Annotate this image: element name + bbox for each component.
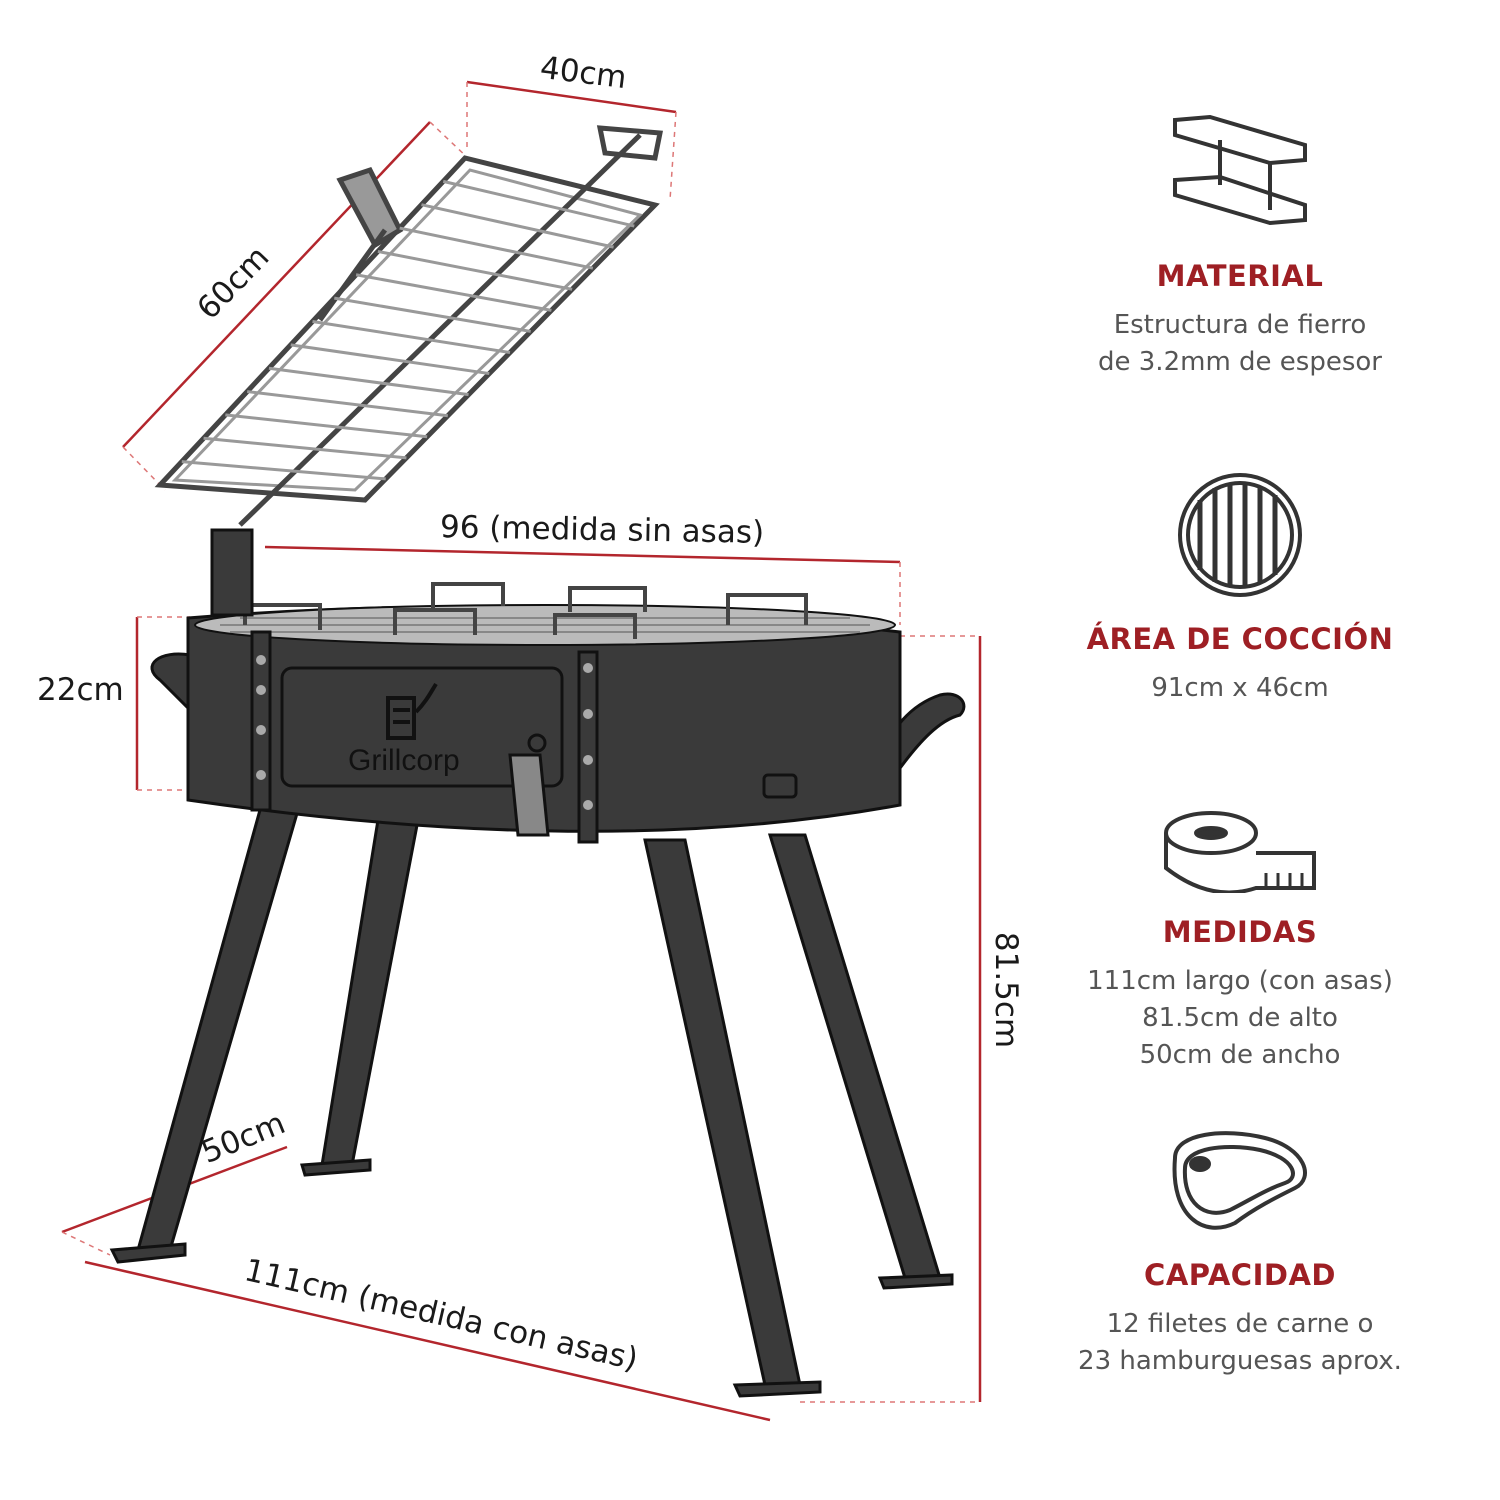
grate-bar	[399, 226, 594, 270]
grillcorp-logo	[386, 682, 438, 740]
grate-bar	[246, 390, 449, 418]
feature-title: CAPACIDAD	[1144, 1258, 1336, 1292]
grate-bar	[268, 366, 469, 397]
grate-bar	[225, 413, 428, 439]
dim-body-height: 22cm	[37, 672, 124, 708]
grate-bar	[421, 203, 614, 249]
left-handle	[150, 652, 192, 714]
feature-title: MATERIAL	[1156, 259, 1324, 293]
feature-title: MEDIDAS	[1162, 915, 1318, 949]
grill-door	[280, 666, 564, 788]
grate-bar	[203, 436, 407, 460]
grill-grate	[154, 125, 664, 527]
grate-bar	[442, 179, 635, 228]
grate-bar	[312, 320, 511, 354]
grill-legs	[109, 808, 954, 1398]
grill-grate-icon	[1178, 473, 1302, 597]
grate-bar	[181, 460, 386, 481]
grate-bar	[355, 273, 552, 312]
steak-icon	[1172, 1131, 1307, 1230]
grate-bar	[290, 343, 490, 376]
dim-body-length: 96 (medida sin asas)	[439, 509, 765, 551]
dim-total-height: 81.5cm	[988, 931, 1025, 1049]
brand-name: Grillcorp	[348, 744, 460, 777]
grate-bar	[334, 296, 531, 333]
grate-bar	[377, 249, 573, 291]
measuring-tape-icon	[1163, 811, 1316, 893]
feature-cooking-area: ÁREA DE COCCIÓN 91cm x 46cm	[1040, 470, 1440, 707]
feature-measures: MEDIDAS 111cm largo (con asas)81.5cm de …	[1040, 808, 1440, 1074]
steel-beam-icon	[1173, 115, 1307, 226]
feature-title: ÁREA DE COCCIÓN	[1086, 622, 1394, 656]
